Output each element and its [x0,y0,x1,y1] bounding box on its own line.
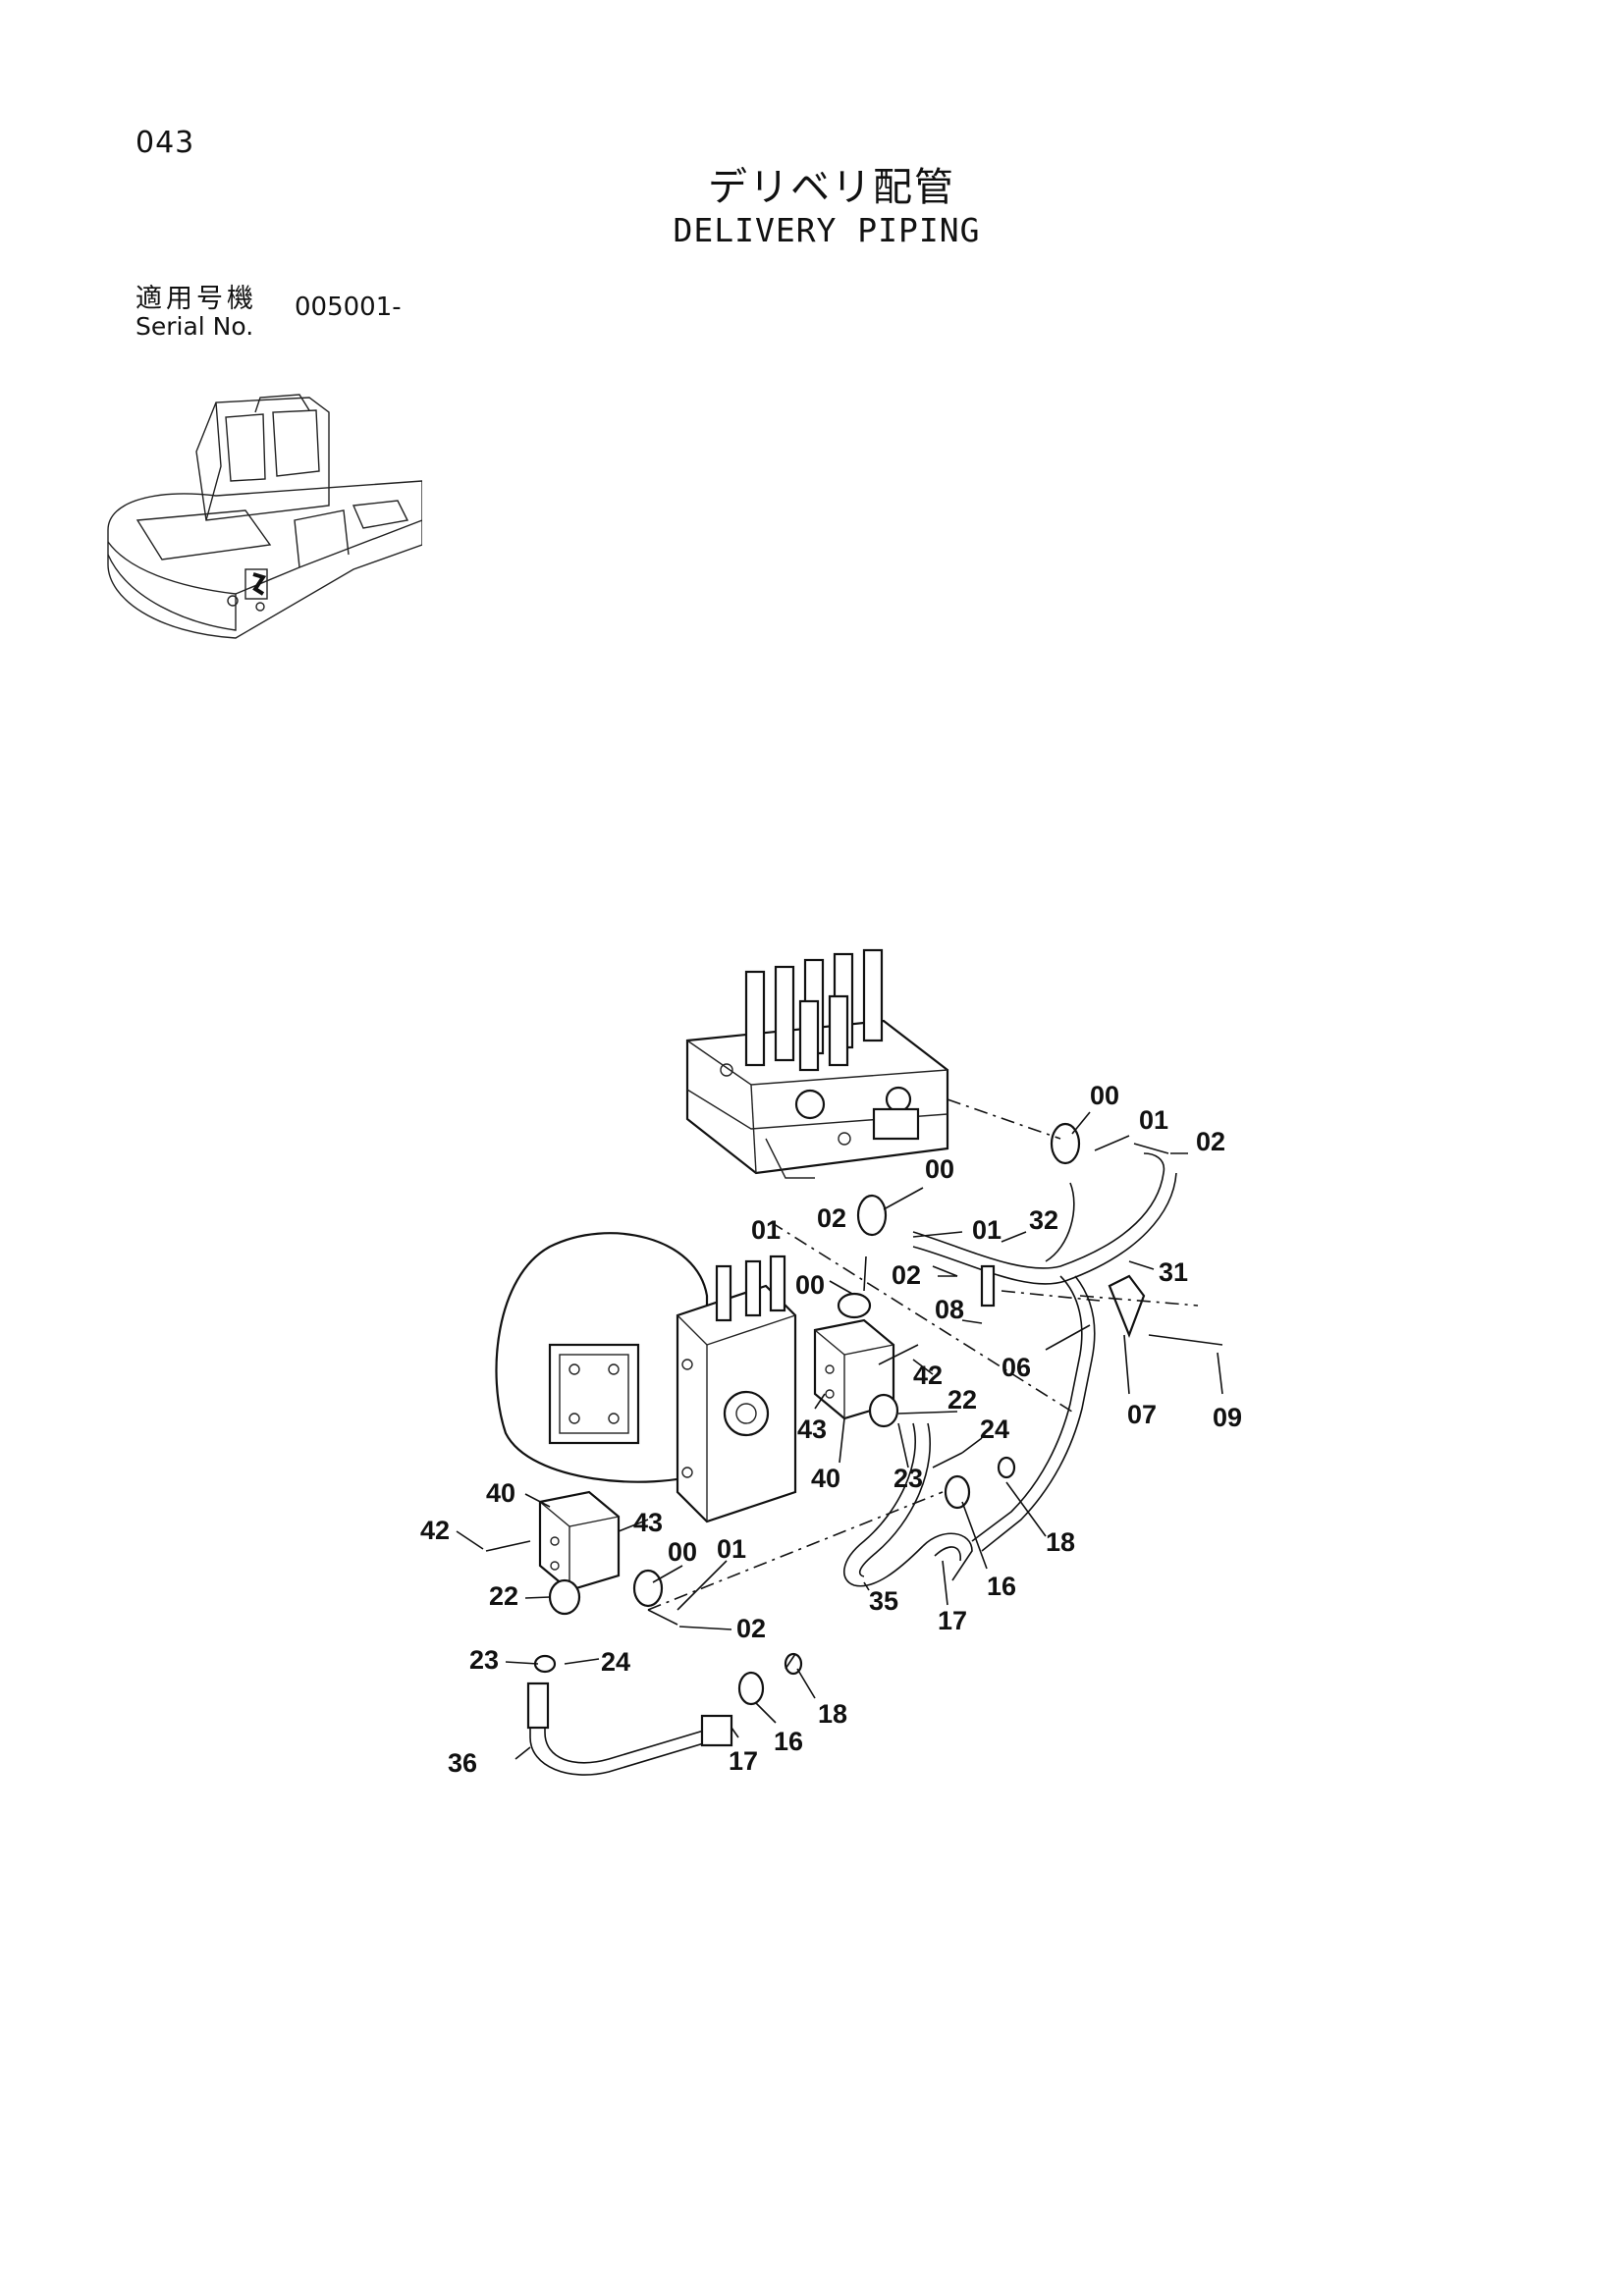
callout-label: 24 [601,1647,630,1677]
callout-label: 23 [893,1464,923,1493]
callout-label: 32 [1029,1205,1058,1235]
callout-label: 17 [938,1606,967,1635]
hydraulic-pump [495,1232,797,1523]
serial-label-jp: 適用号機 [135,284,257,314]
callout-label: 43 [797,1415,827,1444]
callout-label: 06 [1001,1353,1031,1382]
callout-label: 35 [869,1586,898,1616]
callout-label: 18 [1046,1527,1075,1557]
bolts [485,1143,1223,1670]
manifold-block-40-left [538,1490,621,1592]
callout-label: 08 [935,1295,964,1324]
callout-label: 00 [925,1154,954,1184]
callout-label: 18 [818,1699,847,1729]
callout-label: 01 [751,1215,781,1245]
excavator-icon [107,394,422,639]
leader-lines [456,1111,1223,1760]
callout-label: 22 [947,1385,977,1415]
delivery-pipes-31-32 [912,1152,1177,1552]
callout-label: 42 [913,1361,943,1390]
callout-label: 07 [1127,1400,1157,1429]
callout-label: 16 [774,1727,803,1756]
callout-label: 02 [1196,1127,1225,1156]
callout-label: 02 [817,1203,846,1233]
callout-label: 22 [489,1581,518,1611]
page-title-en: DELIVERY PIPING [673,211,981,249]
control-valve [685,948,949,1179]
callout-label: 02 [892,1260,921,1290]
callout-label: 09 [1213,1403,1242,1432]
callout-label: 23 [469,1645,499,1675]
page-title-jp: デリベリ配管 [708,165,955,210]
callout-label: 00 [668,1537,697,1567]
callout-label: 43 [633,1508,663,1537]
callout-label: 00 [1090,1081,1119,1110]
callout-label: 40 [811,1464,840,1493]
callout-label: 01 [717,1534,746,1564]
callout-label: 01 [972,1215,1001,1245]
flanges [533,1122,1146,1706]
callout-label: 01 [1139,1105,1168,1135]
callout-label: 17 [729,1746,758,1776]
callout-label: 40 [486,1478,515,1508]
callout-label: 16 [987,1572,1016,1601]
centerlines [647,1098,1199,1611]
serial-label-en: Serial No. [135,312,254,341]
hose-36 [526,1682,733,1776]
serial-number-value: 005001- [295,293,402,322]
page-number: 043 [135,126,195,160]
callout-label: 02 [736,1614,766,1643]
callout-label: 00 [795,1270,825,1300]
hose-35 [842,1422,973,1587]
callout-label: 42 [420,1516,450,1545]
callout-label: 31 [1159,1257,1188,1287]
callout-label: 24 [980,1415,1009,1444]
callout-label: 36 [448,1748,477,1778]
callout-labels: 00 01 02 00 01 01 02 32 31 00 02 08 06 0… [420,1081,1242,1778]
